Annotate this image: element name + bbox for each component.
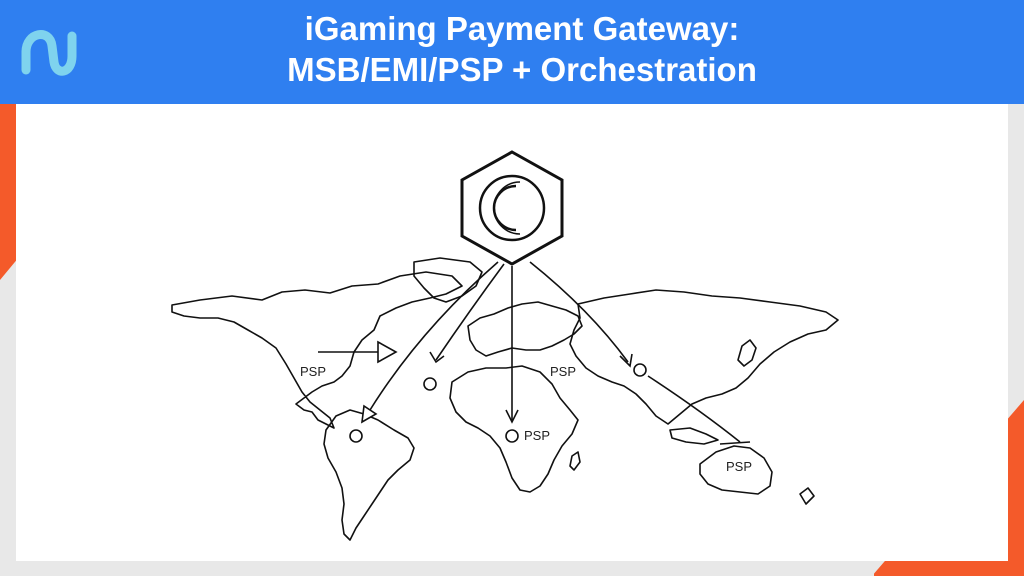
psp-nodes xyxy=(349,363,647,443)
continent-south-america xyxy=(323,409,415,541)
continent-australia xyxy=(699,445,773,495)
node-europe xyxy=(423,377,437,391)
japan xyxy=(737,339,757,367)
continent-asia xyxy=(569,289,839,425)
psp-label-north-america: PSP xyxy=(300,364,326,379)
header-bar: iGaming Payment Gateway: MSB/EMI/PSP + O… xyxy=(0,0,1024,104)
continent-north-america xyxy=(171,271,463,429)
greenland xyxy=(413,257,483,303)
arrow-to-asia xyxy=(529,261,629,363)
logo-icon xyxy=(21,30,77,76)
page-title: iGaming Payment Gateway: MSB/EMI/PSP + O… xyxy=(120,8,924,90)
continent-europe xyxy=(467,301,583,357)
new-zealand xyxy=(799,487,815,505)
node-africa xyxy=(505,429,519,443)
psp-label-australia: PSP xyxy=(726,459,752,474)
flow-arrows xyxy=(318,261,751,445)
arrow-to-europe xyxy=(435,263,505,361)
node-asia xyxy=(633,363,647,377)
title-line-1: iGaming Payment Gateway: xyxy=(304,10,740,47)
title-line-2: MSB/EMI/PSP + Orchestration xyxy=(287,51,757,88)
node-south-america xyxy=(349,429,363,443)
psp-label-africa: PSP xyxy=(524,428,550,443)
continent-africa xyxy=(449,365,579,493)
arrow-from-asia-to-australia xyxy=(647,375,741,443)
world-map xyxy=(171,257,839,541)
arrow-to-south-america xyxy=(369,261,499,411)
psp-label-middle-east: PSP xyxy=(550,364,576,379)
se-asia-islands xyxy=(669,427,719,445)
hub-hexagon-icon xyxy=(460,150,564,266)
arrowhead-south-america xyxy=(361,404,378,424)
madagascar xyxy=(569,451,581,471)
